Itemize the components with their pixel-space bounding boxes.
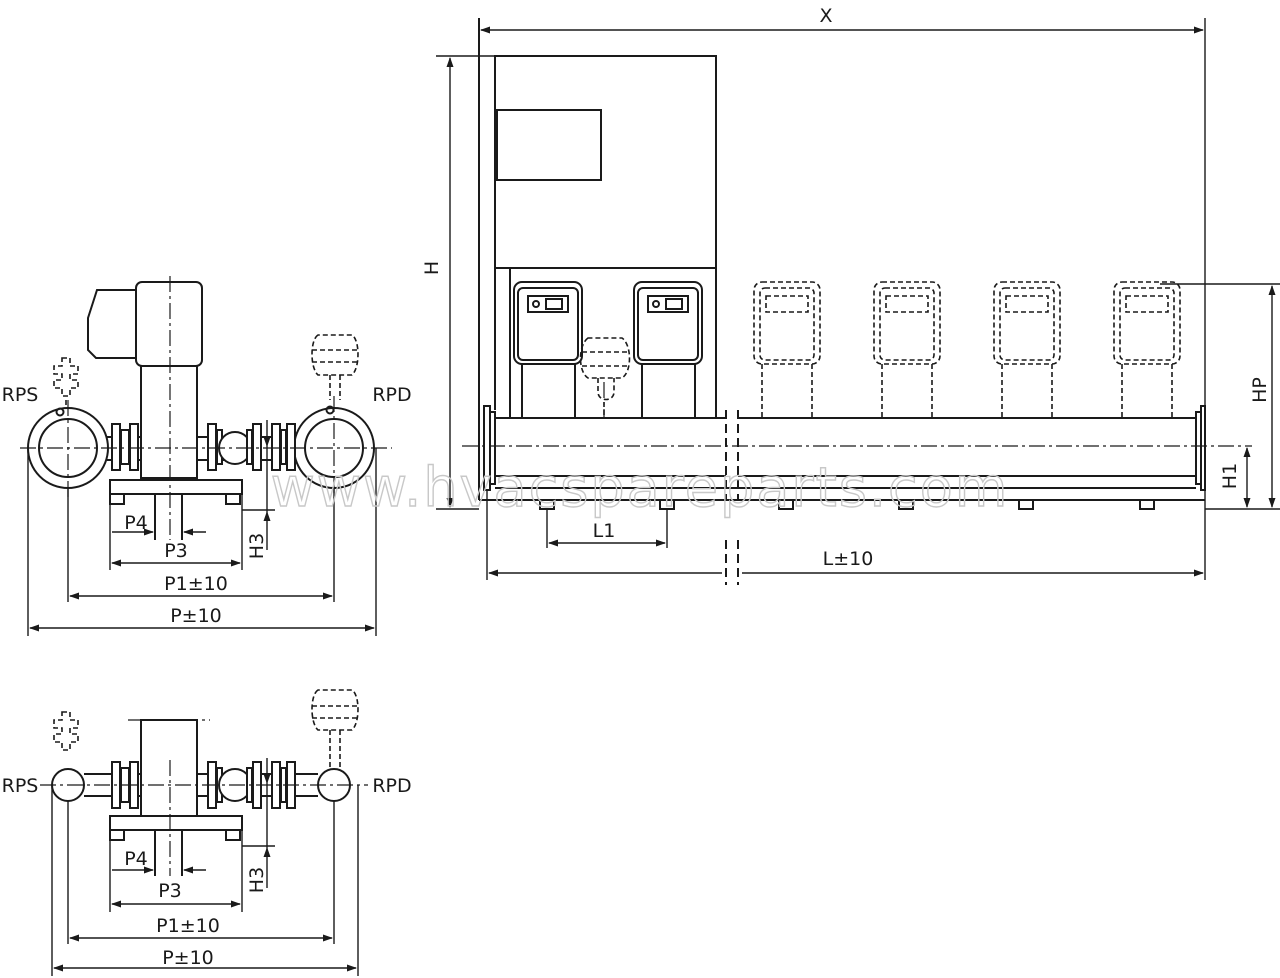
dim-l-label: L±10 [823, 548, 874, 570]
watermark-text: www.hvacspareparts.com [271, 456, 1010, 519]
dim-p4-label-bottom: P4 [124, 848, 148, 870]
dim-hp-label: HP [1249, 377, 1271, 403]
rps-label-bottom: RPS [2, 775, 39, 797]
front-view [436, 18, 1280, 585]
dim-p-label-top: P±10 [170, 605, 222, 627]
dim-p3-label-top: P3 [164, 540, 188, 562]
rpd-label-bottom: RPD [372, 775, 411, 797]
dim-h3-label-bottom: H3 [246, 867, 268, 893]
dim-p3-label-bottom: P3 [158, 880, 182, 902]
dim-p1-label-top: P1±10 [164, 573, 228, 595]
dim-l1-label: L1 [593, 520, 616, 542]
dim-h3-label-top: H3 [246, 533, 268, 559]
dim-h-label: H [421, 261, 443, 275]
dim-h1-label: H1 [1219, 463, 1241, 489]
rps-label-top: RPS [2, 384, 39, 406]
dimension-labels: X H HP H1 L1 L±10 RPS RPD P4 P3 P1±10 P±… [2, 5, 1271, 969]
dim-p4-label-top: P4 [124, 512, 148, 534]
side-view-top [20, 276, 392, 636]
side-view-bottom [40, 689, 368, 976]
dim-p1-label-bottom: P1±10 [156, 915, 220, 937]
dim-x-label: X [819, 5, 832, 27]
optional-pumps [753, 281, 1181, 418]
rpd-label-top: RPD [372, 384, 411, 406]
dim-p-label-bottom: P±10 [162, 947, 214, 969]
